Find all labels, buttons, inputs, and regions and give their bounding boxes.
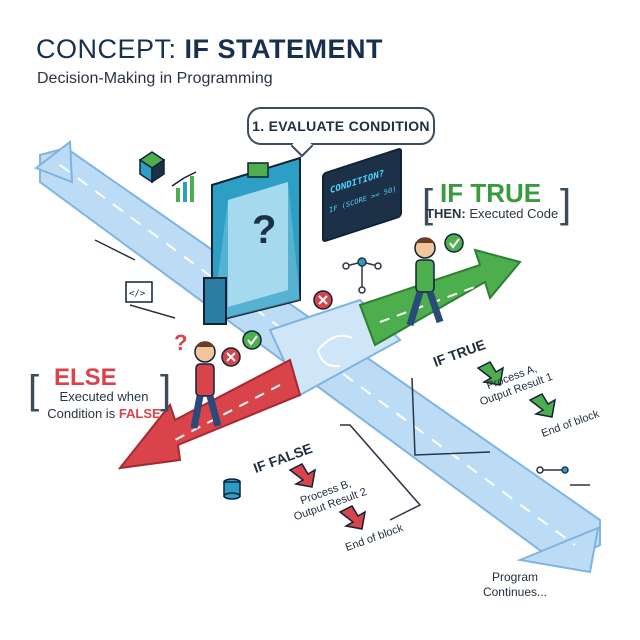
then-text: Executed Code xyxy=(465,206,559,221)
then-label: THEN: xyxy=(426,206,466,221)
else-description: Executed when Condition is FALSE xyxy=(38,388,170,422)
svg-text:</>: </> xyxy=(129,289,146,299)
code-icon: </> xyxy=(125,281,153,303)
else-desc-line2: Condition is FALSE xyxy=(47,406,161,421)
step-arrows xyxy=(288,361,557,530)
else-arrow xyxy=(117,358,302,470)
node-graph-icon xyxy=(342,257,382,294)
light-icon xyxy=(247,162,269,178)
program-continues: Program Continues... xyxy=(482,570,548,599)
then-line: THEN: Executed Code xyxy=(426,206,558,221)
title-main: IF STATEMENT xyxy=(184,34,384,64)
evaluate-condition-bubble: 1. EVALUATE CONDITION xyxy=(247,107,435,145)
bracket-left: [ xyxy=(422,182,434,226)
check-icon xyxy=(444,233,464,253)
false-word: FALSE xyxy=(118,406,161,421)
else-desc-line1: Executed when xyxy=(59,389,149,404)
gate xyxy=(203,156,301,325)
person-icon-true xyxy=(406,237,444,327)
chart-icon xyxy=(171,171,197,202)
bracket-right: ] xyxy=(560,182,572,226)
database-icon xyxy=(223,478,241,500)
true-arrow xyxy=(358,248,522,347)
intersection-arrows xyxy=(317,334,353,368)
question-mark-icon: ? xyxy=(174,330,187,355)
node-graph-icon-2 xyxy=(536,466,590,486)
cross-icon-2 xyxy=(221,347,241,367)
dotted-links xyxy=(94,239,491,521)
gate-question-mark: ? xyxy=(252,208,277,252)
page-subtitle: Decision-Making in Programming xyxy=(37,70,273,87)
if-true-title: IF TRUE xyxy=(440,178,542,208)
else-bracket-right: ] xyxy=(160,368,172,412)
title-prefix: CONCEPT: xyxy=(36,34,185,64)
person-icon-else xyxy=(190,341,222,429)
else-bracket-left: [ xyxy=(28,368,40,412)
cross-icon xyxy=(313,290,333,310)
else-title: ELSE xyxy=(54,364,117,391)
page-title: CONCEPT: IF STATEMENT xyxy=(36,34,383,65)
cube-icon xyxy=(138,151,166,184)
check-icon-2 xyxy=(242,330,262,350)
continue-arrowhead xyxy=(516,526,600,574)
